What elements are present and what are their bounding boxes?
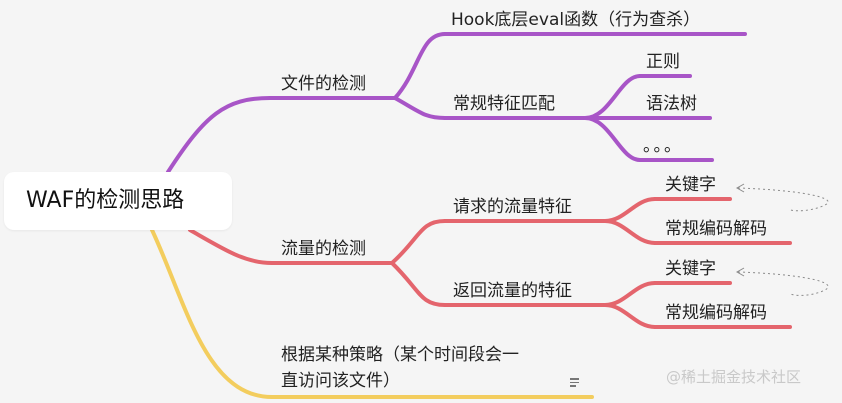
traffic-branch-lines xyxy=(188,197,792,329)
ellipsis-node[interactable]: 。。。 xyxy=(643,136,683,156)
relation-arrowheads xyxy=(735,183,745,277)
request-keyword-relation-arrow xyxy=(737,187,829,212)
response-traffic-node[interactable]: 返回流量的特征 xyxy=(453,281,572,301)
regular-to-ellipsis-connector xyxy=(583,116,642,162)
root-to-traffic-connector xyxy=(188,228,274,265)
file-branch-lines xyxy=(166,32,747,174)
request-encoding-node[interactable]: 常规编码解码 xyxy=(665,219,767,239)
traffic-to-response-connector xyxy=(390,261,447,307)
request-to-keyword-connector xyxy=(603,197,657,223)
note-icon[interactable] xyxy=(570,378,579,387)
response-keyword-node[interactable]: 关键字 xyxy=(665,259,716,279)
regular-feature-node[interactable]: 常规特征匹配 xyxy=(453,94,555,114)
request-keyword-arrowhead xyxy=(735,183,745,193)
root-node-label: WAF的检测思路 xyxy=(26,188,185,213)
policy-node-line1[interactable]: 根据某种策略（某个时间段会一 xyxy=(281,345,519,365)
response-to-encoding-connector xyxy=(603,303,657,329)
response-keyword-relation-arrow xyxy=(737,271,829,296)
hook-eval-node[interactable]: Hook底层eval函数（行为查杀） xyxy=(451,10,701,30)
watermark-text: @稀土掘金技术社区 xyxy=(666,368,802,386)
request-to-encoding-connector xyxy=(603,219,657,245)
request-traffic-node[interactable]: 请求的流量特征 xyxy=(453,197,572,217)
response-to-keyword-connector xyxy=(603,281,657,307)
root-to-policy-connector xyxy=(150,228,274,399)
request-keyword-node[interactable]: 关键字 xyxy=(665,175,716,195)
relation-arrows xyxy=(737,187,829,296)
file-to-hook-connector xyxy=(393,32,447,100)
regular-to-regex-connector xyxy=(583,74,642,120)
syntax-tree-node[interactable]: 语法树 xyxy=(646,94,697,114)
root-to-file-connector xyxy=(166,96,272,174)
root-node[interactable]: WAF的检测思路 xyxy=(4,172,232,230)
response-encoding-node[interactable]: 常规编码解码 xyxy=(665,303,767,323)
policy-node-line2[interactable]: 直访问该文件） xyxy=(281,371,400,391)
traffic-detection-node[interactable]: 流量的检测 xyxy=(281,239,366,259)
regex-node[interactable]: 正则 xyxy=(646,52,680,72)
response-keyword-arrowhead xyxy=(735,267,745,277)
file-to-regular-connector xyxy=(393,96,447,120)
policy-branch-lines xyxy=(150,228,594,399)
file-detection-node[interactable]: 文件的检测 xyxy=(281,74,366,94)
traffic-to-request-connector xyxy=(390,219,447,265)
